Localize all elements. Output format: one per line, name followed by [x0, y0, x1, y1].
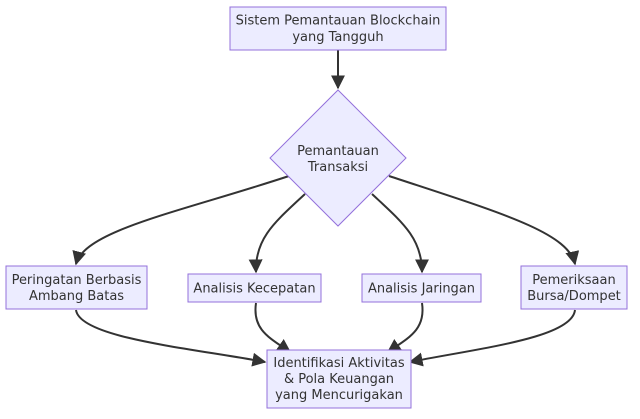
edge-network-to-result [386, 302, 424, 353]
node-monitor-line-2: Transaksi [307, 160, 368, 175]
node-result-line-2: & Pola Keuangan [284, 372, 394, 387]
node-monitor-line-1: Pemantauan [297, 144, 379, 159]
node-threshold: Peringatan Berbasis Ambang Batas [5, 265, 148, 310]
node-monitor: Pemantauan Transaksi [269, 89, 407, 227]
node-velocity-label: Analisis Kecepatan [193, 282, 315, 297]
node-result: Identifikasi Aktivitas & Pola Keuangan y… [266, 349, 412, 409]
node-threshold-line-2: Ambang Batas [29, 289, 124, 304]
node-root-line-2: yang Tangguh [292, 30, 383, 45]
edge-threshold-to-result [75, 309, 267, 367]
node-network-label: Analisis Jaringan [368, 282, 475, 297]
edge-monitor-to-threshold [72, 175, 290, 266]
edge-monitor-to-velocity [248, 193, 306, 274]
node-exchange-line-1: Pemeriksaan [532, 273, 615, 288]
node-result-line-3: yang Mencurigakan [275, 388, 403, 403]
edges [72, 50, 580, 367]
edge-monitor-to-network [371, 193, 429, 274]
edge-exchange-to-result [408, 309, 576, 367]
node-root-line-1: Sistem Pemantauan Blockchain [236, 14, 441, 29]
node-network: Analisis Jaringan [361, 273, 482, 303]
node-root: Sistem Pemantauan Blockchain yang Tanggu… [229, 6, 447, 51]
node-threshold-line-1: Peringatan Berbasis [12, 273, 142, 288]
node-exchange: Pemeriksaan Bursa/Dompet [520, 265, 628, 310]
edge-velocity-to-result [254, 302, 292, 353]
node-result-line-1: Identifikasi Aktivitas [273, 356, 405, 371]
node-velocity: Analisis Kecepatan [187, 273, 322, 303]
edge-monitor-to-exchange [388, 175, 580, 266]
node-exchange-line-2: Bursa/Dompet [527, 289, 621, 304]
